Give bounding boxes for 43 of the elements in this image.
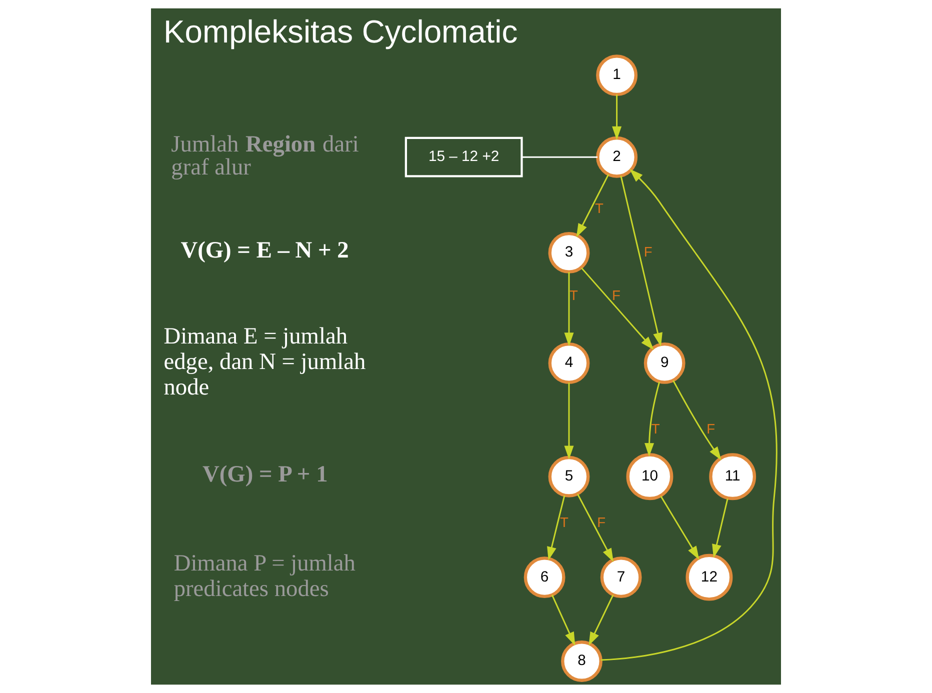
label: V(G) = E – N + 2 <box>180 238 349 264</box>
arrow <box>600 168 778 661</box>
diagram-title: Kompleksitas Cyclomatic <box>164 13 518 50</box>
arrow <box>612 94 622 140</box>
node-circle: 6 <box>524 556 566 598</box>
arrow <box>644 382 660 457</box>
node-box: 15 – 12 +2 <box>404 136 523 178</box>
edge-label: T <box>560 514 568 530</box>
label: V(G) = P + 1 <box>202 462 328 488</box>
label: Dimana P = jumlah predicates nodes <box>174 550 356 602</box>
edge-label: F <box>612 288 620 303</box>
arrow <box>580 267 654 350</box>
node-circle: 2 <box>596 136 638 178</box>
label: Jumlah Region dari graf alur <box>171 131 359 181</box>
arrow <box>672 380 722 460</box>
arrow <box>547 495 566 560</box>
edge-label: F <box>644 244 652 260</box>
node-circle: 3 <box>548 232 590 274</box>
connector <box>522 156 598 158</box>
arrow <box>620 176 662 346</box>
edge-label: F <box>597 514 606 530</box>
node-circle: 7 <box>600 556 642 598</box>
edge-label: T <box>595 200 604 216</box>
arrow <box>588 594 614 646</box>
arrow <box>712 498 728 558</box>
arrow <box>551 594 576 646</box>
node-circle: 12 <box>686 554 733 601</box>
arrow <box>564 382 574 460</box>
node-circle: 9 <box>644 342 686 384</box>
node-circle: 1 <box>596 54 638 96</box>
arrow <box>564 272 574 346</box>
edge-label: T <box>651 422 660 437</box>
arrow <box>576 494 614 562</box>
node-circle: 10 <box>626 453 674 500</box>
arrow <box>660 496 700 560</box>
arrow <box>576 174 610 238</box>
label: Dimana E = jumlah edge, dan N = jumlah node <box>164 324 366 401</box>
node-circle: 4 <box>548 342 590 384</box>
edge-label: F <box>706 422 716 437</box>
node-circle: 11 <box>709 453 756 500</box>
edge-label: T <box>570 288 578 303</box>
node-circle: 5 <box>548 456 590 498</box>
node-circle: 8 <box>561 640 602 682</box>
